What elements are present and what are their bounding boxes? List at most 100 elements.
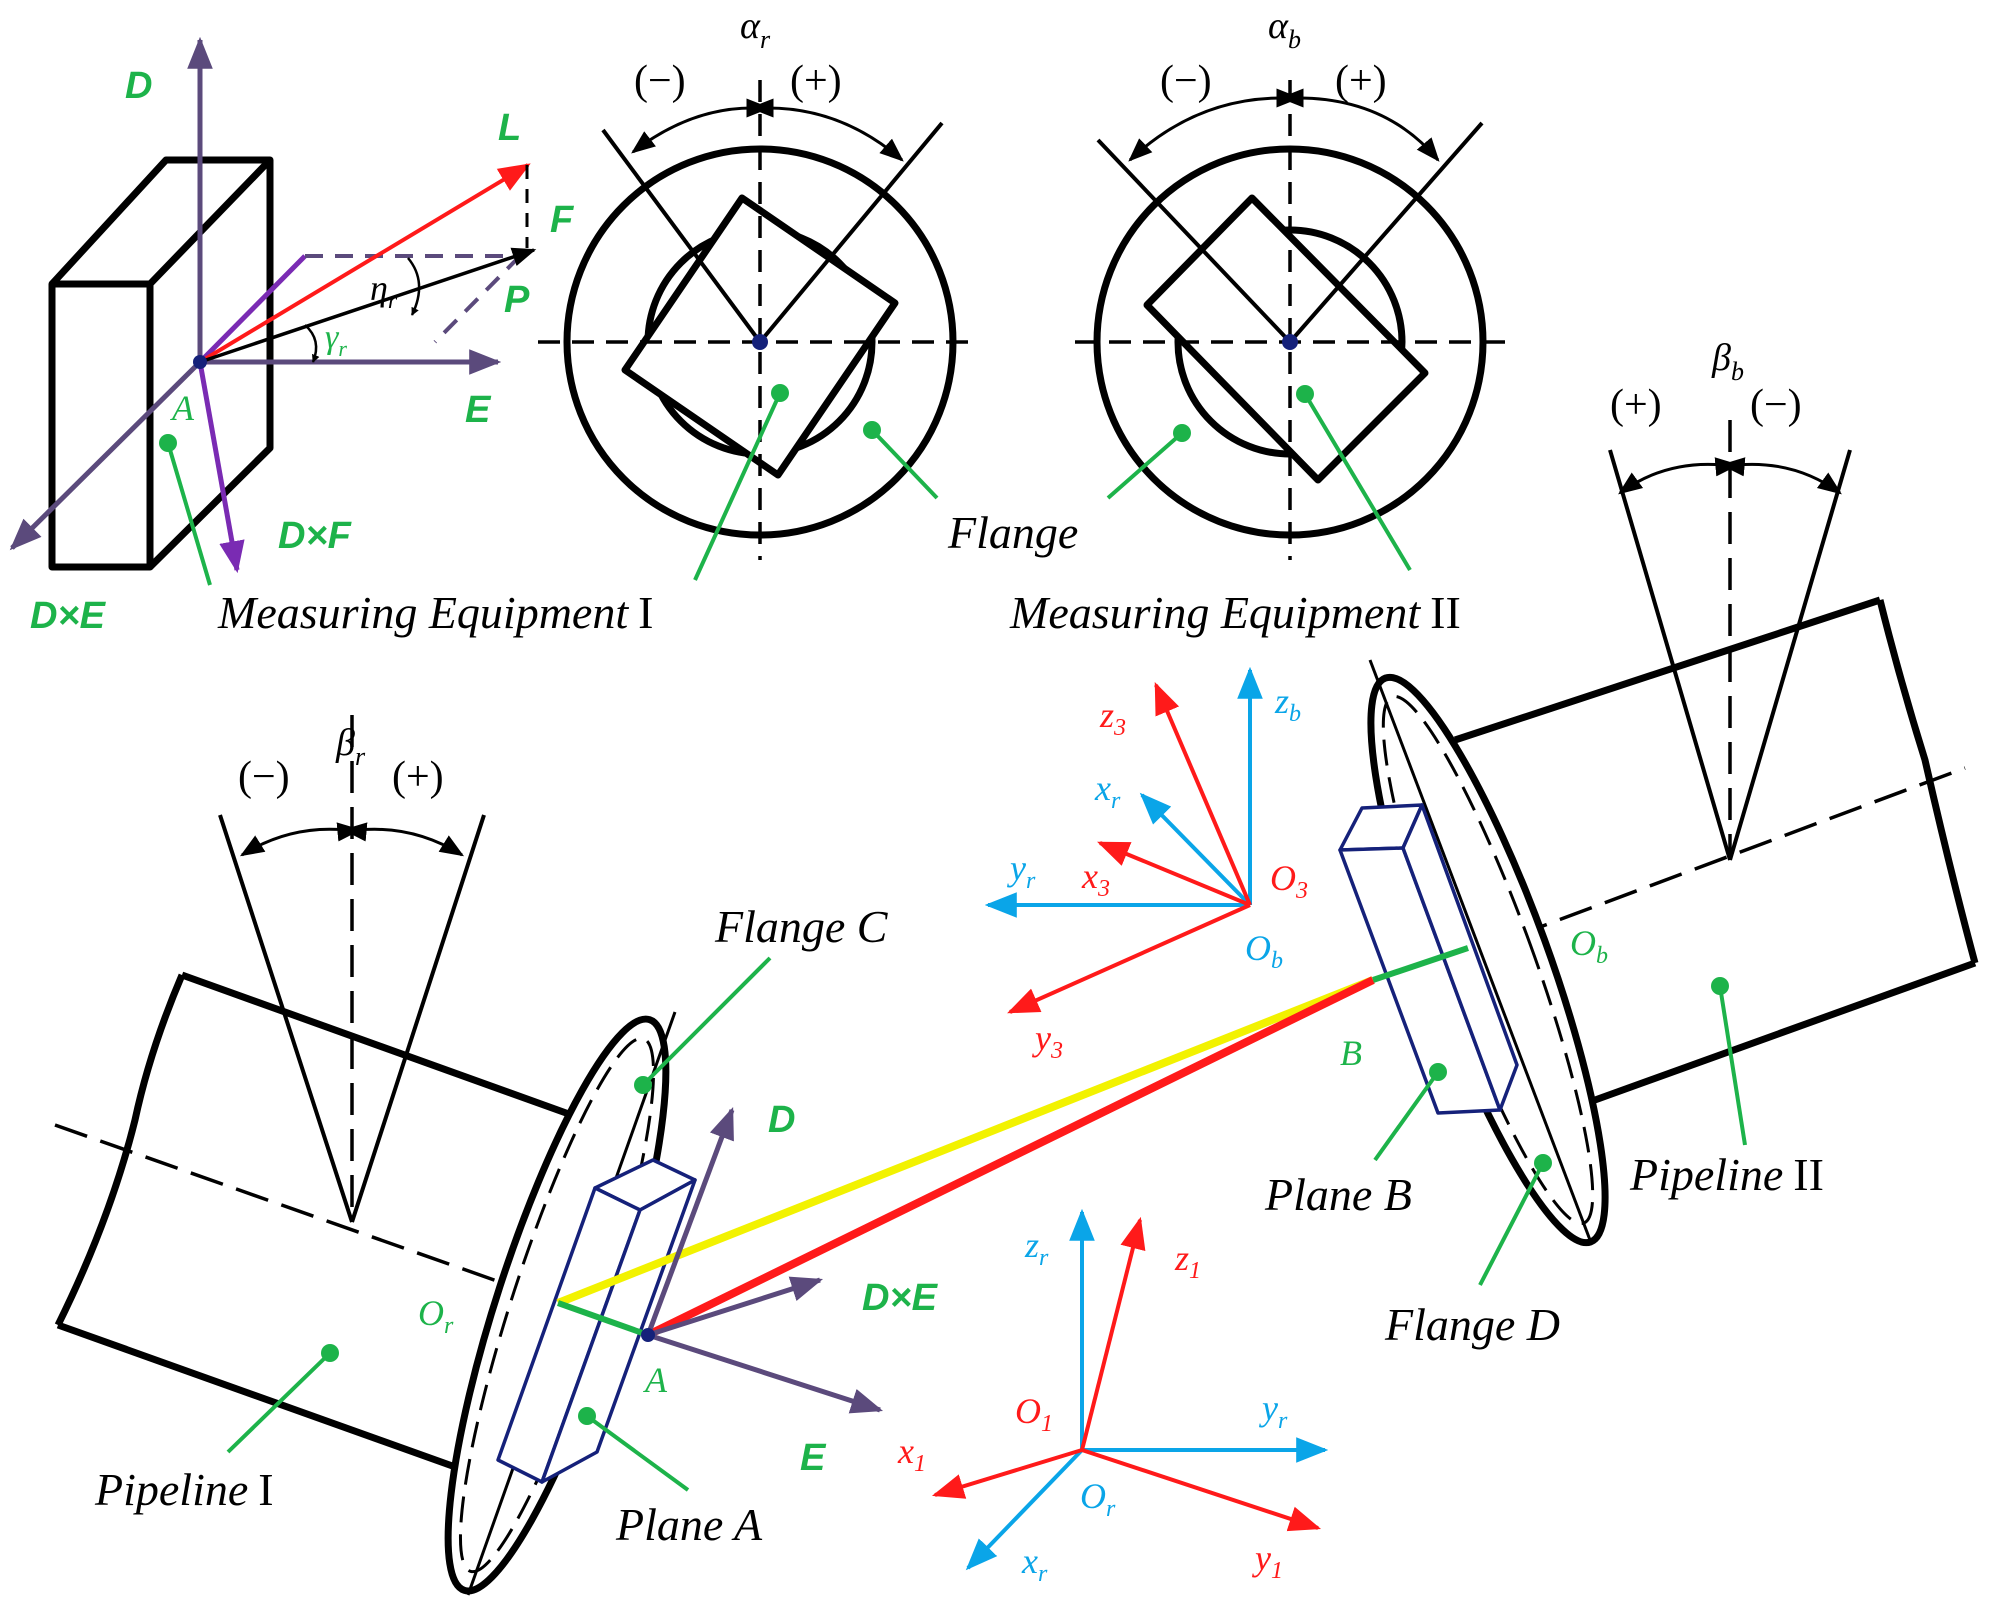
- leader-flange: [1106, 431, 1184, 500]
- leader-dot: [1429, 1063, 1447, 1081]
- beta-b-plus-arc: [1618, 457, 1746, 495]
- leader-measuring-eq-1: [693, 392, 782, 581]
- beta-r-minus-arc: [239, 822, 368, 857]
- label-DxF: D×F: [278, 515, 353, 557]
- leader-dot: [1296, 385, 1314, 403]
- label-point-A-top: A: [170, 388, 195, 428]
- label-E: E: [465, 389, 492, 431]
- reference-block-figure: D L F P E D×F D×E A ηr γr: [9, 36, 575, 637]
- label-Or-pipeline-1: Or: [418, 1293, 454, 1339]
- pipeline-2-top-edge: [1453, 596, 1882, 744]
- beta-r-plus-arc: [336, 822, 465, 857]
- pipeline-1-break-edge: [54, 973, 186, 1327]
- leader-dot: [1711, 977, 1729, 995]
- lower-coordinate-frames: zr z1 yr O1 x1 Or xr y1: [897, 1208, 1329, 1587]
- leader-plane-b: [1373, 1070, 1440, 1162]
- leader-measuring-eq-1-block: [166, 442, 212, 586]
- plane-b-block: [1338, 803, 1519, 1115]
- label-D: D: [125, 65, 152, 107]
- label-y1: y1: [1252, 1538, 1283, 1584]
- vector-DxF-arrow: [197, 361, 245, 574]
- alpha-r-flange-view: αr (−) (+): [538, 5, 975, 581]
- sign-plus: (+): [1335, 58, 1387, 104]
- axis-z3: [1154, 682, 1252, 906]
- pipeline-2-break-edge: [1876, 599, 1979, 964]
- alpha-plus-arc: [1276, 88, 1440, 162]
- label-Or-frame: Or: [1080, 1476, 1116, 1522]
- alpha-b-flange-view: αb (−) (+): [1075, 5, 1505, 572]
- measurement-lines: D D×E E A B Or Ob: [418, 923, 1608, 1479]
- green-link-Or-A: [556, 1300, 650, 1338]
- label-z1: z1: [1174, 1238, 1201, 1284]
- caption-plane-a: Plane A: [615, 1499, 763, 1550]
- axis-xr-upper: [1139, 792, 1252, 907]
- vector-E-plane-a: [647, 1332, 884, 1414]
- alpha-minus-ray: [601, 128, 762, 344]
- point-A-dot-bottom: [641, 1328, 655, 1342]
- vector-DxE-arrow: [9, 360, 202, 551]
- pipeline-1-group: βr (−) (+): [54, 715, 772, 1596]
- label-P: P: [504, 279, 530, 321]
- label-xr-lower: xr: [1021, 1541, 1048, 1587]
- plane-a-block: [496, 1158, 697, 1484]
- label-zb: zb: [1274, 681, 1301, 727]
- label-O3: O3: [1270, 858, 1308, 904]
- alpha-minus-arc: [1128, 88, 1304, 162]
- label-yr-lower: yr: [1259, 1388, 1288, 1434]
- vector-F-arrow: [199, 247, 537, 364]
- yellow-line-Or-to-B: [556, 976, 1375, 1307]
- axis-z1: [1080, 1216, 1146, 1451]
- leader-flange-c: [641, 956, 772, 1087]
- green-link-B-Ob: [1372, 945, 1469, 983]
- leader-dot: [321, 1344, 339, 1362]
- axis-y1: [1081, 1448, 1322, 1532]
- sign-minus: (−): [634, 58, 686, 104]
- caption-flange-c: Flange C: [714, 901, 889, 952]
- caption-plane-b: Plane B: [1264, 1169, 1412, 1220]
- leader-dot: [1534, 1154, 1552, 1172]
- center-dot: [752, 334, 768, 350]
- alpha-plus-arc: [746, 98, 904, 162]
- sign-plus: (+): [392, 754, 444, 800]
- caption-flange-d: Flange D: [1384, 1299, 1560, 1350]
- beta-r-label: βr: [335, 722, 366, 771]
- leader-dot: [159, 434, 177, 452]
- beta-b-ray-plus: [1608, 449, 1732, 861]
- point-A-dot: [193, 355, 207, 369]
- alpha-minus-ray: [1096, 138, 1292, 344]
- upper-coordinate-frames: zb z3 xr x3 yr y3 O3 Ob: [984, 666, 1308, 1064]
- leader-measuring-eq-2: [1303, 392, 1412, 572]
- gamma-r-label: γr: [325, 319, 347, 361]
- leader-plane-a: [585, 1414, 690, 1492]
- leader-pipeline-1: [226, 1351, 332, 1454]
- projection-plane-dashes: [305, 254, 522, 344]
- pipeline-1-top-edge: [180, 971, 582, 1122]
- caption-flange: Flange: [947, 507, 1078, 558]
- axis-xr-lower: [965, 1448, 1084, 1571]
- vector-D-plane-a: [645, 1107, 735, 1336]
- beta-b-ray-minus: [1728, 449, 1852, 861]
- axis-y3: [1007, 903, 1251, 1014]
- label-L: L: [498, 107, 521, 149]
- label-yr-upper: yr: [1007, 848, 1036, 894]
- beta-r-ray-minus: [218, 814, 354, 1223]
- flange-d-face-line: [1368, 659, 1592, 1241]
- alpha-b-label: αb: [1268, 5, 1301, 54]
- label-zr: zr: [1024, 1225, 1049, 1271]
- axis-x1: [931, 1448, 1083, 1499]
- beta-r-ray-plus: [350, 814, 486, 1223]
- projection-plane-edge: [198, 254, 307, 364]
- red-line-A-to-B: [646, 976, 1375, 1339]
- pipeline-2-bottom-edge: [1593, 959, 1977, 1104]
- gamma-angle-arc: [304, 324, 320, 363]
- eta-angle-arc: [407, 257, 421, 316]
- sign-minus: (−): [238, 754, 290, 800]
- alpha-minus-arc: [631, 98, 774, 154]
- label-point-A-bottom: A: [643, 1360, 668, 1400]
- leader-dot: [634, 1076, 652, 1094]
- label-Ob-pipeline-2: Ob: [1570, 923, 1608, 969]
- label-z3: z3: [1099, 695, 1126, 741]
